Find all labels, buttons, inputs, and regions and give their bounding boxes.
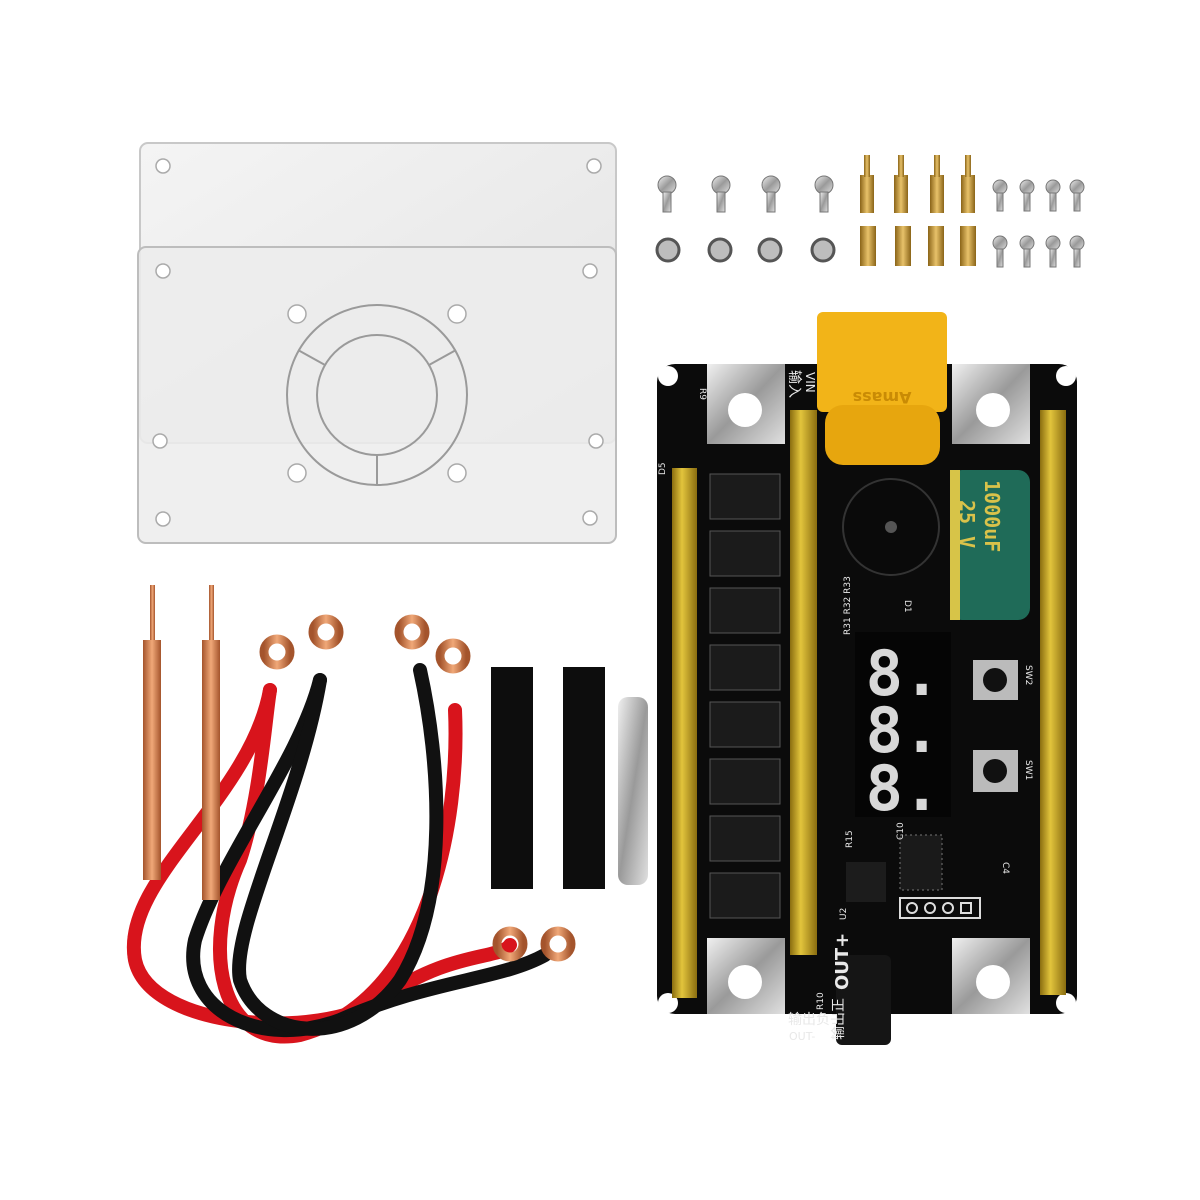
svg-text:C4: C4 (1000, 862, 1010, 874)
copper-electrodes (143, 585, 220, 900)
welding-cables (126, 663, 552, 1044)
svg-text:VIN: VIN (803, 372, 817, 393)
electrolytic-capacitor: 1000uF 25 V (950, 470, 1030, 620)
led-7segment-display: 8. 8. 8. (855, 632, 951, 825)
svg-text:D1: D1 (902, 600, 912, 613)
regulator-u2 (846, 862, 886, 902)
svg-text:8.: 8. (866, 637, 941, 710)
push-button-sw1 (973, 750, 1018, 792)
xt60-connector: Amass (817, 312, 947, 465)
svg-text:D5: D5 (658, 462, 668, 475)
ring-terminals (259, 614, 576, 962)
svg-text:R9: R9 (697, 388, 707, 400)
svg-text:OUT-: OUT- (789, 1030, 815, 1043)
fan-grille (286, 304, 468, 486)
programming-header (899, 897, 981, 919)
microcontroller-chip (899, 834, 943, 891)
svg-text:输入: 输入 (786, 370, 802, 398)
acrylic-cover-plates (137, 142, 617, 544)
svg-text:1000uF: 1000uF (980, 480, 1004, 552)
mosfet-row (709, 473, 781, 919)
svg-text:SW1: SW1 (1023, 760, 1033, 780)
heat-shrink-tubes (491, 667, 605, 889)
svg-text:C10: C10 (896, 822, 906, 840)
svg-text:25 V: 25 V (955, 500, 979, 548)
svg-text:OUT+: OUT+ (832, 933, 853, 990)
svg-text:Amass: Amass (853, 388, 912, 407)
busbars (672, 410, 1066, 998)
svg-text:输出负: 输出负 (788, 1012, 830, 1028)
svg-text:R10: R10 (816, 992, 826, 1010)
svg-text:R15: R15 (845, 830, 855, 848)
spot-welder-pcb: Amass 1000uF 25 V 8. 8. 8. (657, 312, 1077, 1045)
magnet-strip (618, 697, 648, 885)
svg-text:输出正: 输出正 (831, 998, 847, 1040)
svg-text:R31 R32 R33: R31 R32 R33 (843, 576, 853, 635)
svg-text:U2: U2 (839, 908, 849, 920)
dc-barrel-jack (836, 955, 891, 1045)
push-button-sw2 (973, 660, 1018, 700)
screw-set (655, 155, 1085, 268)
svg-text:SW2: SW2 (1023, 665, 1033, 685)
svg-text:8.: 8. (866, 694, 941, 767)
svg-text:8.: 8. (866, 752, 941, 825)
